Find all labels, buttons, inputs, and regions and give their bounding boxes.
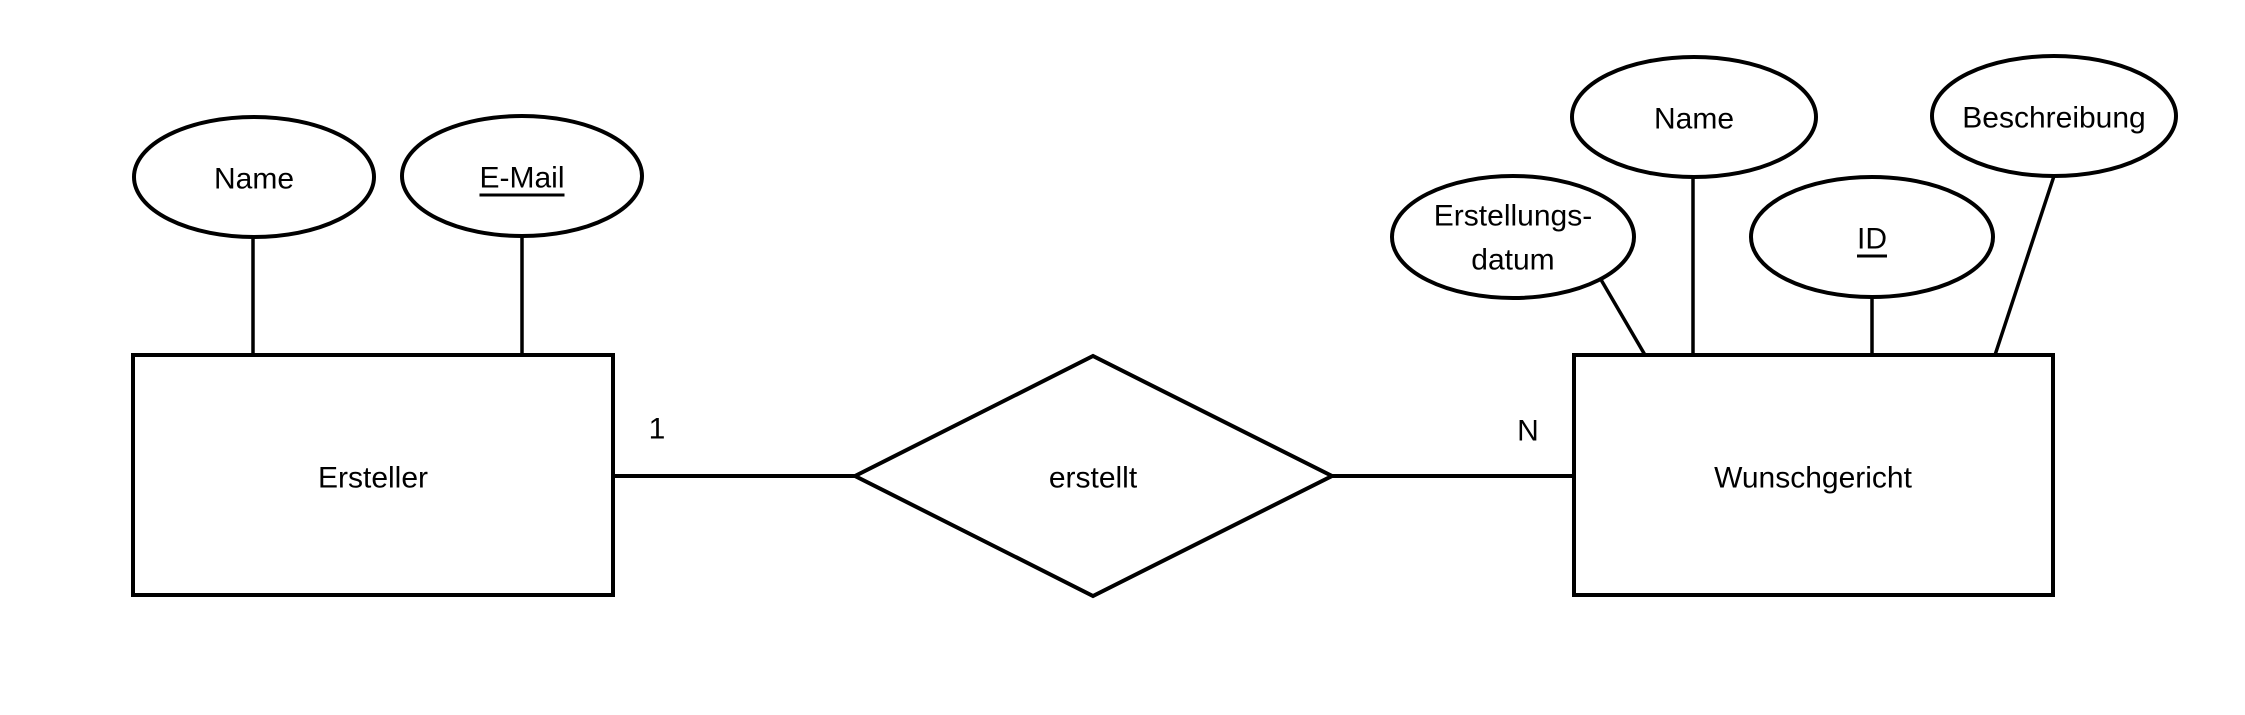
relationship-erstellt bbox=[850, 353, 1337, 599]
line-wunschgericht-erstellungsdatum bbox=[1598, 277, 1647, 356]
entity-ersteller-label: Ersteller bbox=[318, 462, 428, 495]
line-wunschgericht-beschreibung bbox=[1993, 175, 2056, 356]
attribute-wunschgericht-erstellungsdatum-label-line2: datum bbox=[1471, 244, 1554, 277]
attribute-wunschgericht-erstellungsdatum bbox=[1390, 174, 1636, 300]
entity-wunschgericht-label: Wunschgericht bbox=[1714, 462, 1913, 495]
attribute-wunschgericht-id-label: ID bbox=[1857, 223, 1887, 256]
entity-ersteller bbox=[131, 353, 615, 597]
relationship-erstellt-label: erstellt bbox=[1049, 462, 1138, 495]
attribute-wunschgericht-name bbox=[1570, 55, 1818, 179]
attribute-wunschgericht-name-label: Name bbox=[1654, 103, 1734, 136]
attribute-wunschgericht-beschreibung bbox=[1930, 54, 2178, 178]
attribute-wunschgericht-id bbox=[1749, 175, 1995, 299]
attribute-ersteller-email bbox=[400, 114, 644, 238]
attribute-ersteller-email-label: E-Mail bbox=[479, 162, 564, 195]
cardinality-left-label: 1 bbox=[649, 413, 666, 446]
attribute-wunschgericht-beschreibung-label: Beschreibung bbox=[1962, 102, 2145, 135]
attribute-ersteller-name bbox=[132, 115, 376, 239]
attribute-ersteller-name-label: Name bbox=[214, 163, 294, 196]
cardinality-right-label: N bbox=[1517, 415, 1539, 448]
entity-wunschgericht bbox=[1572, 353, 2055, 597]
attribute-wunschgericht-erstellungsdatum-label-line1: Erstellungs- bbox=[1434, 200, 1592, 233]
